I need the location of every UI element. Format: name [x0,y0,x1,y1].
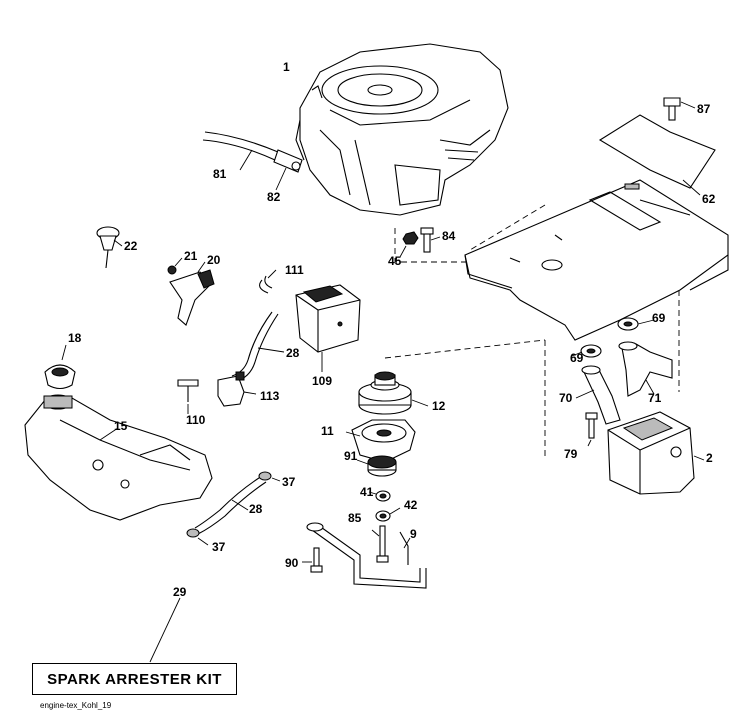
bolt-85 [371,525,389,563]
label-part-71: 71 [648,391,662,405]
fuel-hose-81 [202,131,279,171]
label-part-28-lower: 28 [249,502,263,516]
leader-29 [149,597,181,663]
hose-111 [259,269,277,294]
label-part-41: 41 [360,485,374,499]
bolt-84 [420,227,441,253]
heat-shield-62 [598,114,716,196]
label-part-62: 62 [702,192,716,206]
bearing-91 [356,455,397,477]
throttle-bracket-20 [169,261,215,326]
label-part-37-lower: 37 [212,540,226,554]
gasket-69-left [571,344,602,358]
diagram-footer-code: engine-tex_Kohl_19 [40,701,112,710]
washer-41 [368,490,391,502]
label-part-11: 11 [321,424,334,438]
label-part-12: 12 [432,399,446,413]
label-part-18: 18 [68,331,82,345]
hose-28-lower [194,475,267,535]
bolt-90 [302,547,323,573]
nut-45 [399,231,419,258]
knob-87 [663,97,696,121]
clutch-11 [345,419,416,463]
clamp-37-lower [186,528,209,546]
pulley-12 [358,371,429,415]
label-part-111: 111 [285,263,304,277]
fitting-110 [177,379,199,414]
label-part-85: 85 [348,511,362,525]
label-part-84: 84 [442,229,456,243]
spark-arrester-kit-box: SPARK ARRESTER KIT [32,663,237,695]
label-part-110: 110 [186,413,206,427]
frame-plate [464,179,729,341]
label-part-69-left: 69 [570,351,584,365]
label-part-20: 20 [207,253,221,267]
label-part-91: 91 [344,449,358,463]
exhaust-pipe-70 [575,365,621,425]
gasket-69-right [617,317,655,331]
label-part-42: 42 [404,498,418,512]
fuel-cap-18 [44,344,76,390]
label-part-70: 70 [559,391,573,405]
spark-arrester-kit-label: SPARK ARRESTER KIT [47,670,222,688]
valve-113 [217,371,257,407]
fuel-filter-82 [273,149,303,191]
label-part-90: 90 [285,556,299,570]
alignment-lines [384,204,680,456]
muffler-2 [607,411,705,495]
label-part-21: 21 [184,249,198,263]
label-part-37-upper: 37 [282,475,296,489]
label-part-69-right: 69 [652,311,666,325]
washer-42 [375,507,401,522]
label-part-82: 82 [267,190,281,204]
label-part-29: 29 [173,585,187,599]
label-part-81: 81 [213,167,227,181]
label-part-22: 22 [124,239,138,253]
exhaust-pipe-71 [618,341,673,397]
label-part-87: 87 [697,102,711,116]
fuel-tank-15 [24,394,213,521]
bolt-79 [585,412,598,447]
bracket-9 [306,522,427,589]
clamp-37-upper [258,471,281,482]
label-part-2: 2 [706,451,713,465]
screw-21 [167,257,183,275]
label-part-45: 45 [388,254,402,268]
label-part-9: 9 [410,527,417,541]
label-part-15: 15 [114,419,128,433]
label-part-109: 109 [312,374,333,388]
label-part-79: 79 [564,447,578,461]
label-part-28-upper: 28 [286,346,300,360]
canister-109 [295,284,361,372]
label-part-1: 1 [283,60,290,74]
engine-part [295,43,509,216]
label-part-113: 113 [260,389,280,403]
choke-knob-22 [96,226,123,269]
